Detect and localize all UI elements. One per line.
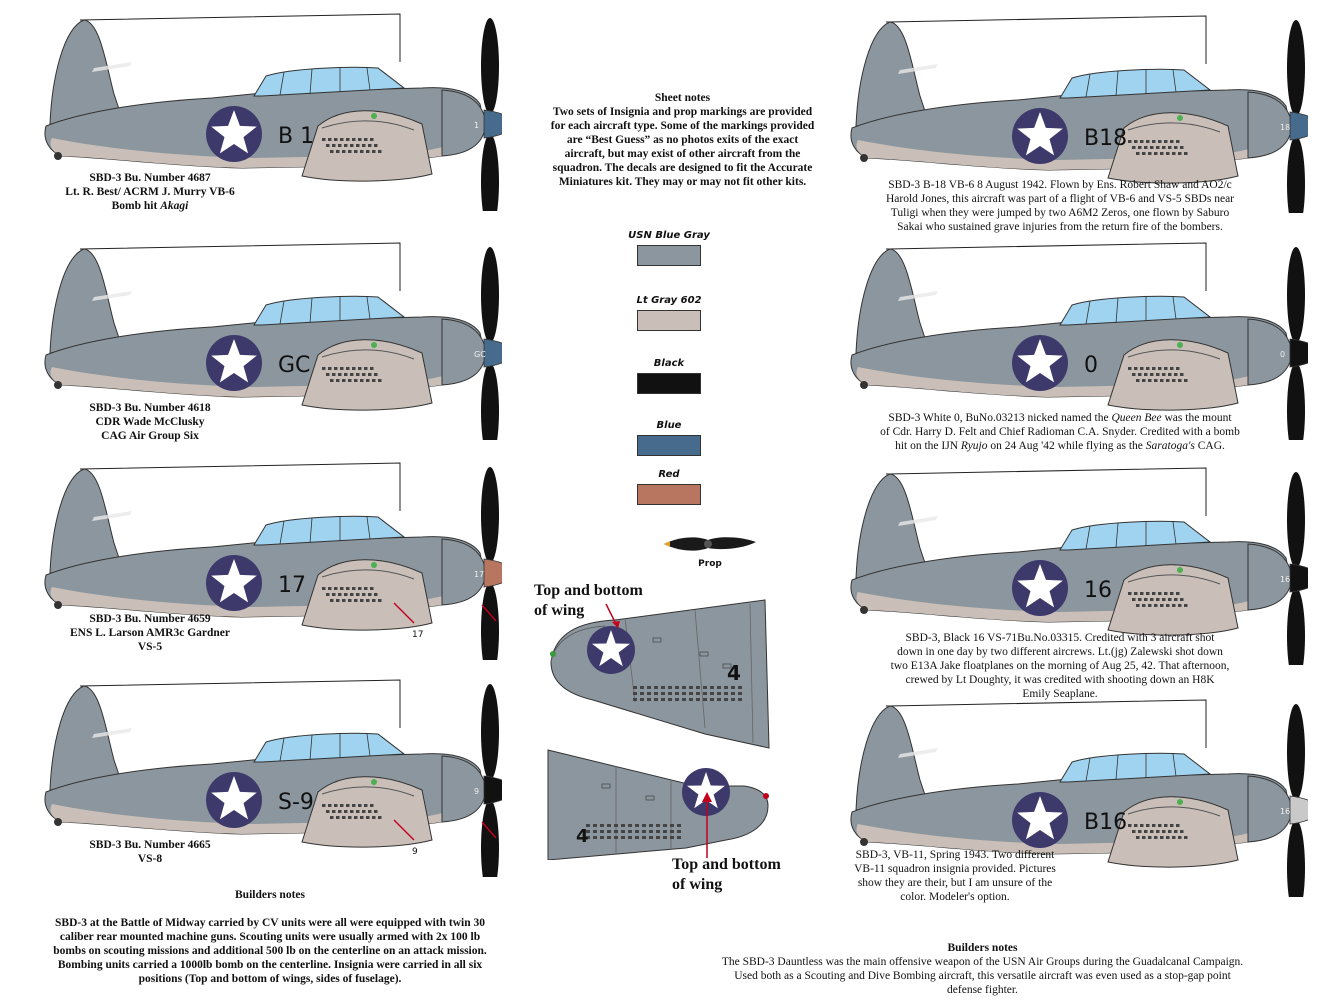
aircraft-profile: 17 17 17 — [44, 462, 517, 679]
prop-code: 17 — [474, 570, 484, 579]
builders-notes-right: Builders notes The SBD-3 Dauntless was t… — [721, 942, 1244, 996]
swatch-label-lt-gray: Lt Gray 602 — [636, 295, 702, 306]
prop-code: 0 — [1280, 350, 1285, 359]
wing-bottom-arrow-icon — [702, 792, 712, 858]
swatch-usn-blue-gray — [637, 245, 701, 266]
wing-top-code: 4 — [727, 661, 741, 685]
swatch-label-usn-blue-gray: USN Blue Gray — [628, 230, 710, 241]
swatch-red — [637, 484, 701, 505]
aircraft-profile-b16: B16 16 — [828, 692, 1323, 916]
aircraft-code: S-9 — [278, 790, 314, 815]
aircraft-profile-gc: GC GC — [22, 235, 517, 459]
aircraft-profile: GC GC — [44, 242, 517, 459]
wing-top-title: Top and bottom of wing — [534, 582, 643, 619]
sheet-notes: Sheet notes Two sets of Insignia and pro… — [550, 92, 815, 188]
caption-b18: SBD-3 B-18 VB-6 8 August 1942. Flown by … — [885, 179, 1235, 233]
wing-bottom-title: Top and bottom of wing — [672, 856, 781, 893]
swatch-label-blue: Blue — [656, 420, 682, 431]
callout-code: 17 — [412, 630, 423, 640]
swatch-blue — [637, 435, 701, 456]
caption-17: SBD-3 Bu. Number 4659 ENS L. Larson AMR3… — [69, 613, 231, 653]
aircraft-profile: B 1 1 — [44, 13, 517, 230]
prop-code: 9 — [474, 787, 479, 796]
aircraft-code: 0 — [1084, 353, 1098, 378]
aircraft-code: GC — [278, 353, 310, 378]
wing-top-view: 4 — [550, 599, 770, 749]
prop-code: 1 — [474, 121, 479, 130]
caption-s9: SBD-3 Bu. Number 4665 VS-8 — [89, 839, 211, 865]
aircraft-profile-b1: B 1 1 — [22, 6, 517, 230]
prop-code: 16 — [1280, 575, 1290, 584]
aircraft-code: B16 — [1084, 810, 1127, 835]
caption-b1: SBD-3 Bu. Number 4687 Lt. R. Best/ ACRM … — [65, 172, 235, 212]
swatch-label-red: Red — [658, 469, 680, 480]
swatch-lt-gray — [637, 310, 701, 331]
caption-b16: SBD-3, VB-11, Spring 1943. Two different… — [854, 849, 1056, 903]
aircraft-code: B18 — [1084, 126, 1127, 151]
aircraft-code: 16 — [1084, 578, 1112, 603]
caption-gc: SBD-3 Bu. Number 4618 CDR Wade McClusky … — [89, 402, 211, 442]
aircraft-profile: B18 18 — [850, 15, 1323, 232]
aircraft-code: B 1 — [278, 124, 314, 149]
callout-code: 9 — [412, 847, 418, 857]
wing-bottom-view: 4 — [547, 749, 769, 860]
prop-code: 16 — [1280, 807, 1290, 816]
wing-bottom-code: 4 — [576, 826, 589, 847]
aircraft-profile-b18: B18 18 — [828, 8, 1323, 232]
aircraft-code: 17 — [278, 573, 306, 598]
builders-notes-left: Builders notes SBD-3 at the Battle of Mi… — [53, 889, 487, 985]
prop-code: 18 — [1280, 123, 1290, 132]
prop-code: GC — [474, 350, 486, 359]
aircraft-profile: 0 0 — [850, 242, 1323, 459]
caption-16: SBD-3, Black 16 VS-71Bu.No.03315. Credit… — [890, 632, 1230, 700]
swatch-label-black: Black — [653, 358, 685, 369]
prop-label: Prop — [698, 559, 722, 569]
aircraft-profile-0: 0 0 — [828, 235, 1323, 459]
aircraft-profile-17: 17 17 17 — [22, 455, 517, 679]
aircraft-profile: B16 16 — [850, 699, 1323, 916]
swatch-black — [637, 373, 701, 394]
prop-blade-icon — [664, 537, 756, 551]
caption-0: SBD-3 White 0, BuNo.03213 nicked named t… — [880, 412, 1240, 452]
wing-top-arrow-icon — [605, 603, 620, 629]
